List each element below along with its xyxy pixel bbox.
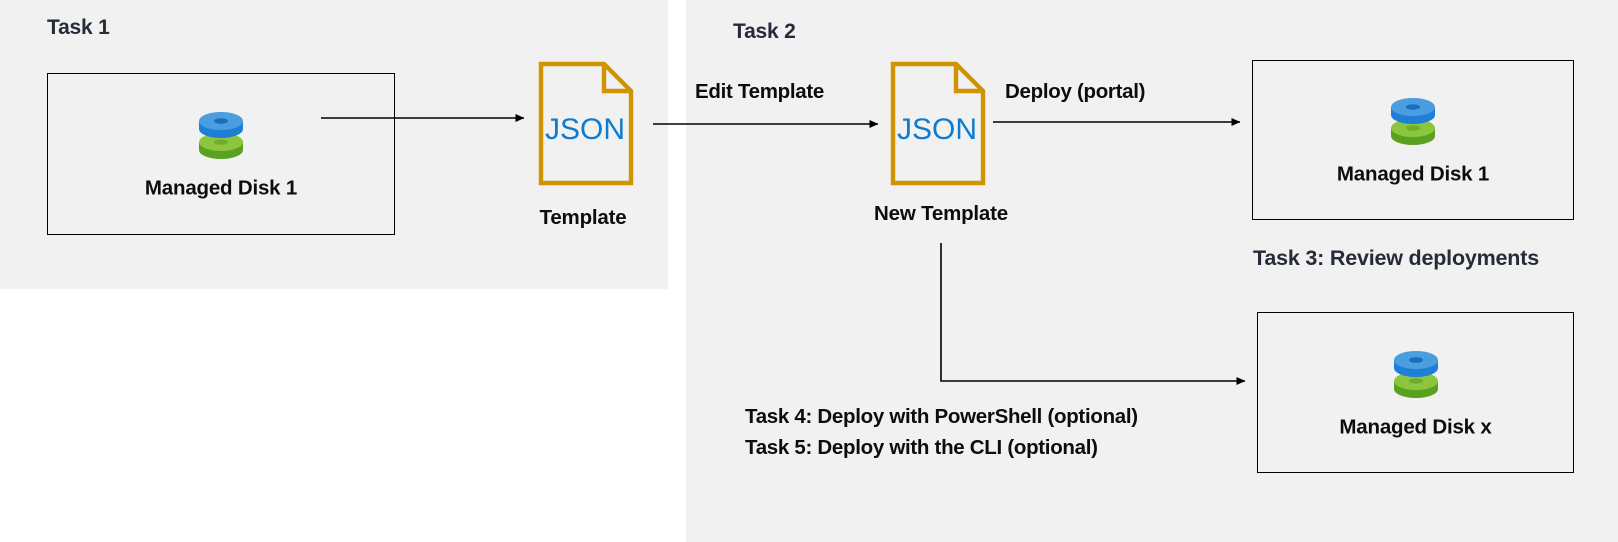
- managed-disk-icon: [194, 108, 248, 169]
- template-json-document[interactable]: JSON: [538, 61, 634, 191]
- task-5-label: Task 5: Deploy with the CLI (optional): [745, 436, 1098, 460]
- task-2-label: Task 2: [733, 20, 796, 43]
- deploy-portal-edge-label: Deploy (portal): [1005, 80, 1146, 103]
- new-template-json-text: JSON: [897, 113, 977, 146]
- managed-disk-1-deployed-box[interactable]: Managed Disk 1: [1252, 60, 1574, 220]
- managed-disk-1-source-box[interactable]: Managed Disk 1: [47, 73, 395, 235]
- new-template-json-document[interactable]: JSON: [890, 61, 986, 191]
- managed-disk-1-deployed-caption: Managed Disk 1: [1336, 162, 1490, 186]
- task-4-label: Task 4: Deploy with PowerShell (optional…: [745, 405, 1138, 428]
- new-template-caption: New Template: [874, 202, 1008, 225]
- managed-disk-1-source-caption: Managed Disk 1: [144, 176, 298, 200]
- task-1-label: Task 1: [47, 16, 110, 39]
- optional-tasks-group: Task 4: Deploy with PowerShell (optional…: [745, 401, 1138, 464]
- managed-disk-x-box[interactable]: Managed Disk x: [1257, 312, 1574, 473]
- edit-template-edge-label: Edit Template: [695, 80, 824, 103]
- managed-disk-x-caption: Managed Disk x: [1339, 415, 1492, 438]
- template-caption: Template: [539, 206, 627, 229]
- template-json-text: JSON: [545, 113, 625, 146]
- managed-disk-icon: [1389, 346, 1443, 407]
- task-3-label: Task 3: Review deployments: [1253, 246, 1539, 270]
- managed-disk-icon: [1386, 94, 1440, 155]
